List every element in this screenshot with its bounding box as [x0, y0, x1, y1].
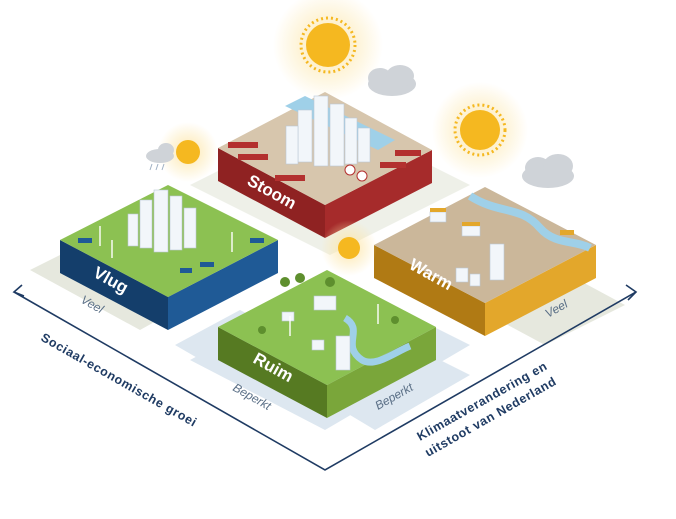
axis-arrow-right: [625, 284, 638, 301]
rain-icon: [149, 163, 165, 171]
scenario-vlug: Vlug: [60, 122, 278, 330]
ruim-tile-left-side: [218, 327, 327, 418]
vlug-windmills: [99, 226, 233, 258]
axis-lines: [13, 291, 637, 471]
vlug-skyscrapers: [127, 189, 197, 253]
cloud-icon: [368, 65, 416, 96]
cloud-icon: [522, 154, 574, 188]
ruim-buildings: [281, 295, 351, 371]
scenario-warm: Warm: [374, 82, 596, 336]
ruim-river: [342, 315, 412, 366]
sun-icon: [338, 237, 360, 259]
band-right-veel: [480, 270, 625, 345]
warm-river: [467, 192, 592, 252]
warm-tile-left-side: [374, 245, 485, 336]
sun-icon: [299, 16, 357, 74]
warm-tile-right-side: [485, 245, 596, 336]
left-axis-label: Sociaal-economische groei: [39, 330, 200, 429]
ruim-tile-top: [218, 270, 436, 385]
scenario-stoom: Stoom: [218, 0, 432, 238]
axes: [12, 284, 638, 471]
ruim-trees: [258, 273, 399, 334]
band-right-beperkt: [325, 350, 470, 430]
scenario-ruim: Ruim: [218, 220, 436, 418]
cloud-icon: [146, 143, 174, 163]
vlug-tile-right-side: [168, 240, 278, 330]
vlug-tile-left-side: [60, 240, 168, 330]
warm-tile-top: [374, 187, 596, 303]
stoom-houses: [228, 142, 421, 182]
stoom-tile-left-side: [218, 148, 325, 238]
warm-roofs: [430, 208, 574, 235]
sun-icon: [453, 103, 507, 157]
axis-arrow-left: [12, 284, 25, 297]
stoom-tile-right-side: [325, 150, 432, 238]
vlug-tile-top: [60, 185, 278, 297]
sun-icon: [176, 140, 200, 164]
ruim-windmills: [289, 304, 379, 336]
vlug-houses: [78, 238, 264, 273]
stoom-skyscrapers: [285, 95, 371, 167]
